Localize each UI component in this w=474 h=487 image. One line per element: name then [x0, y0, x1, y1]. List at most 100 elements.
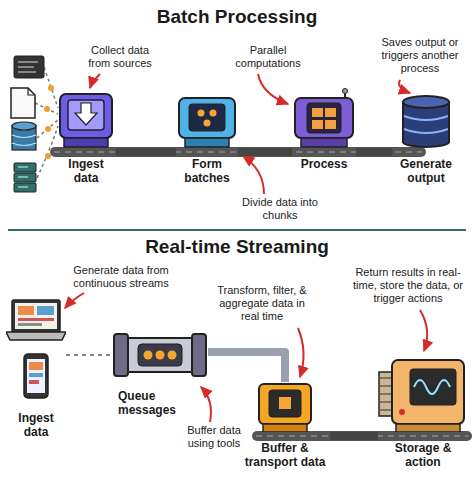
process-machine: Ingest data	[6, 298, 66, 440]
antenna-tip	[343, 89, 348, 94]
machine-body	[392, 360, 464, 424]
server-icon	[18, 177, 28, 178]
sine-wave	[414, 380, 450, 394]
leader-arrows	[258, 74, 288, 104]
server-icon	[18, 187, 28, 188]
machine-illustration	[58, 92, 114, 148]
source-dots	[45, 126, 51, 132]
machine-illustration	[112, 330, 208, 380]
process-machine: Generate output	[392, 94, 460, 186]
server-icon	[14, 173, 36, 182]
callout-note: Transform, filter, & aggregate data in r…	[216, 284, 308, 324]
source-dashed-lines	[37, 126, 58, 178]
document-icon	[11, 88, 35, 118]
queue-tube	[126, 338, 194, 372]
conveyor-belt	[252, 431, 472, 441]
machine-body	[179, 98, 235, 138]
coil-housing	[379, 372, 393, 416]
process-machine: Buffer & transport data	[240, 382, 330, 470]
source-dots	[48, 85, 54, 91]
process-machine: Storage & action	[378, 356, 468, 470]
laptop-base	[6, 332, 66, 340]
indicator-light	[399, 409, 405, 415]
leader-arrows	[90, 74, 100, 88]
machine-label: Ingest data	[8, 412, 64, 440]
database-icon	[12, 135, 36, 146]
coil-winding	[379, 393, 393, 395]
orange-dot	[168, 351, 177, 360]
conveyor-connector	[330, 432, 378, 440]
machine-body	[259, 384, 311, 424]
machine-illustration	[293, 88, 355, 148]
laptop-display	[15, 303, 57, 329]
machine-base	[396, 424, 460, 432]
coil-winding	[379, 385, 393, 387]
machine-label: Buffer & transport data	[240, 442, 330, 470]
source-dashed-lines	[37, 120, 58, 138]
leader-arrows	[201, 387, 211, 422]
section-title: Batch Processing	[0, 6, 474, 29]
leader-arrows	[298, 328, 304, 377]
source-dashed-lines	[44, 67, 58, 108]
callout-note: Collect data from sources	[80, 44, 160, 70]
machine-base	[301, 138, 347, 147]
phone-bar	[29, 380, 39, 384]
callout-note: Saves output or triggers another process	[372, 36, 468, 76]
phone-screen	[27, 359, 45, 393]
note-icon	[18, 67, 34, 68]
process-machine: Process	[292, 88, 356, 172]
database-top	[403, 96, 449, 108]
conveyor-connector	[116, 148, 176, 156]
coil-winding	[379, 377, 393, 379]
machine-panel	[68, 100, 104, 130]
leader-arrows	[399, 80, 410, 93]
display-chart	[37, 306, 54, 315]
orange-dot	[204, 120, 211, 127]
callout-note: Divide data into chunks	[240, 196, 320, 222]
machine-base	[263, 424, 307, 432]
machine-illustration	[177, 96, 237, 148]
database-icon	[12, 122, 36, 130]
machine-body	[60, 94, 112, 138]
machine-illustration	[257, 382, 313, 432]
machine-base	[185, 138, 229, 147]
machine-screen	[269, 390, 301, 417]
machine-illustration	[378, 356, 468, 432]
leader-arrows	[65, 293, 84, 308]
note-icon	[14, 56, 44, 78]
display-bar	[18, 323, 42, 326]
callout-note: Buffer data using tools	[176, 424, 252, 450]
section-title: Real-time Streaming	[0, 236, 474, 259]
process-machine: Ingest data	[56, 92, 116, 186]
conveyor-belt	[252, 431, 472, 441]
note-icon	[18, 62, 38, 63]
source-dots	[45, 153, 51, 159]
source-dashed-lines	[35, 103, 58, 114]
server-icon	[18, 167, 28, 168]
conveyor-belt	[50, 147, 426, 157]
coil-winding	[379, 409, 393, 411]
grid-cell	[312, 120, 323, 129]
orange-dot	[198, 110, 205, 117]
note-icon	[18, 72, 36, 73]
phone-chart	[29, 362, 43, 370]
machine-illustration	[6, 298, 66, 402]
database-icon	[12, 122, 36, 150]
document-icon	[28, 88, 35, 95]
laptop-screen	[12, 300, 60, 332]
machine-body	[295, 98, 353, 138]
machine-illustration	[399, 94, 453, 148]
leader-arrows	[243, 156, 264, 194]
machine-label: Ingest data	[56, 158, 116, 186]
machine-screen	[307, 103, 341, 133]
machine-label: Queue messages	[118, 390, 184, 418]
conveyor-belt	[50, 147, 426, 157]
orange-dot	[144, 351, 153, 360]
machine-screen	[189, 104, 225, 131]
server-icon	[14, 183, 36, 192]
process-machine: Form batches	[176, 96, 238, 186]
stream-connector	[66, 354, 112, 356]
source-dashed-lines	[35, 67, 58, 178]
callout-note: Generate data from continuous streams	[66, 264, 176, 290]
